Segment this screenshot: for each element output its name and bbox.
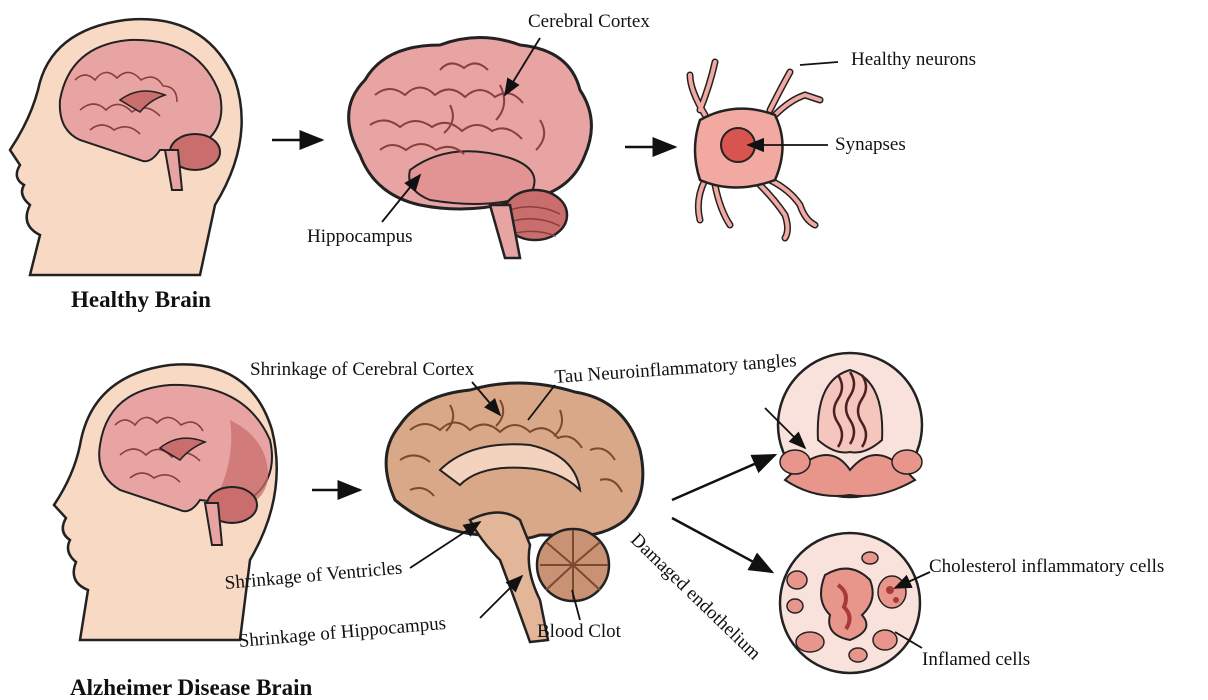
alzheimer-brain-illustration (386, 383, 643, 642)
healthy-brain-title: Healthy Brain (71, 288, 211, 311)
arrow-to-cells-zoom (672, 518, 772, 572)
inflammatory-cells-magnified-view (780, 533, 920, 673)
tau-tangles-magnified-view (778, 353, 922, 497)
healthy-neuron-illustration (690, 62, 820, 238)
label-blood-clot: Blood Clot (537, 622, 621, 641)
alzheimer-brain-title: Alzheimer Disease Brain (70, 676, 312, 699)
healthy-head-illustration (10, 19, 242, 275)
label-healthy-neurons: Healthy neurons (851, 50, 976, 69)
label-inflamed-cells: Inflamed cells (922, 650, 1030, 669)
label-synapses: Synapses (835, 135, 906, 154)
healthy-brain-illustration (349, 38, 592, 259)
leader-healthy-neurons (800, 62, 838, 65)
alzheimer-head-illustration (54, 364, 277, 640)
label-shrinkage-cortex: Shrinkage of Cerebral Cortex (250, 360, 474, 379)
label-cholesterol-cells: Cholesterol inflammatory cells (929, 557, 1164, 576)
label-cerebral-cortex: Cerebral Cortex (528, 12, 650, 31)
arrow-to-tangles-zoom (672, 455, 775, 500)
label-hippocampus: Hippocampus (307, 227, 413, 246)
